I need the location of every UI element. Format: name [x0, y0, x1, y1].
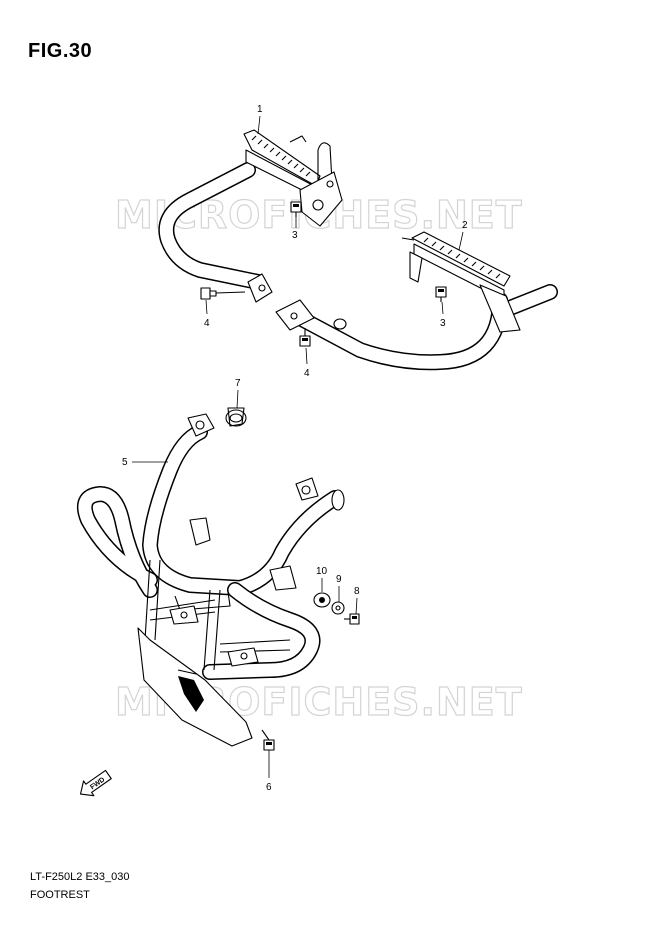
part-number-4b: 4 [304, 368, 310, 379]
part-number-4a: 4 [204, 318, 210, 329]
part-number-9: 9 [336, 574, 342, 585]
bolt-3-lower[interactable] [435, 286, 447, 302]
part-number-5: 5 [122, 457, 128, 468]
bolt-4-right[interactable] [299, 328, 311, 347]
fwd-arrow-icon: FWD [79, 769, 112, 797]
cushion-10[interactable] [313, 592, 331, 608]
part-number-6: 6 [266, 782, 272, 793]
footrest-rh[interactable] [275, 231, 558, 371]
part-number-7: 7 [235, 378, 241, 389]
part-number-3a: 3 [292, 230, 298, 241]
part-number-2: 2 [462, 220, 468, 231]
part-number-3b: 3 [440, 318, 446, 329]
grommet-7[interactable] [225, 407, 247, 427]
part-number-1: 1 [257, 104, 263, 115]
part-number-10: 10 [316, 566, 328, 577]
figure-code: LT-F250L2 E33_030 [30, 871, 130, 883]
bolt-4-left[interactable] [200, 287, 246, 300]
bolt-6[interactable] [261, 729, 275, 751]
figure-title: FIG.30 [28, 40, 93, 62]
figure-caption: FOOTREST [30, 889, 90, 901]
footrest-lh[interactable] [158, 129, 343, 303]
front-guard[interactable] [77, 413, 345, 747]
callouts: 1 2 3 3 4 4 7 5 10 9 8 6 [122, 104, 468, 793]
washer-9[interactable] [331, 601, 345, 615]
fwd-label: FWD [89, 776, 106, 791]
part-number-8: 8 [354, 586, 360, 597]
bolt-3-upper[interactable] [290, 201, 302, 217]
bolt-8[interactable] [344, 613, 360, 625]
